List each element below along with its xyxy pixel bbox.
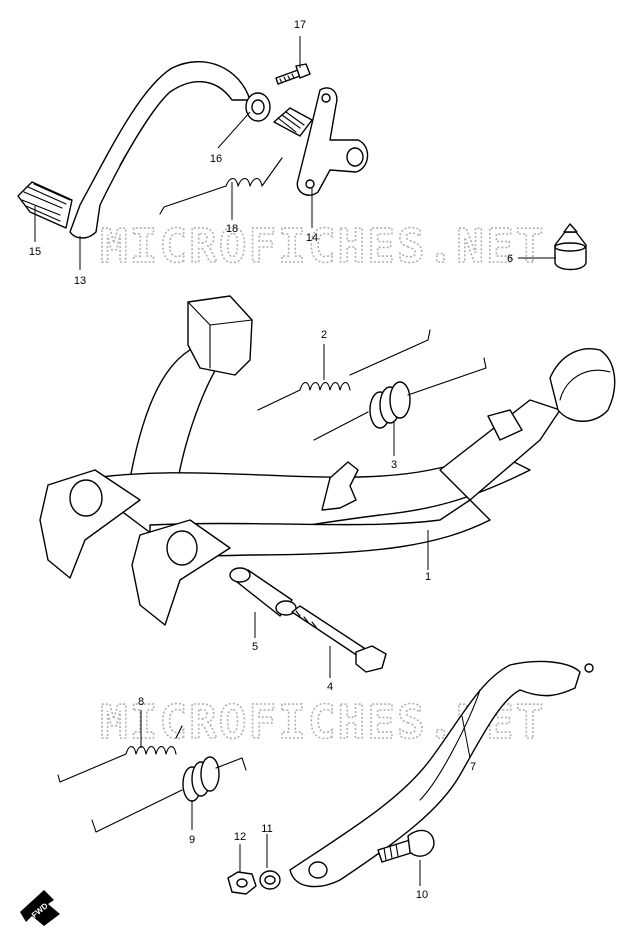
callout-18: 18: [226, 223, 238, 235]
washer-11: [259, 870, 281, 890]
callout-10: 10: [416, 889, 428, 901]
fwd-arrow-icon: FWD: [20, 890, 60, 926]
callout-2: 2: [321, 329, 327, 341]
callout-6: 6: [507, 253, 513, 265]
callout-13: 13: [74, 275, 86, 287]
spring-3: [313, 357, 487, 441]
bolt-4: [291, 605, 387, 673]
callout-1: 1: [425, 571, 431, 583]
bolt-17: [275, 63, 311, 85]
rubber-stopper-6: [554, 223, 587, 271]
nut-12: [227, 871, 257, 895]
bolt-10: [377, 829, 435, 863]
callout-15: 15: [29, 246, 41, 258]
callout-12: 12: [234, 831, 246, 843]
pivot-bracket-14: [273, 87, 369, 196]
spring-2: [257, 329, 431, 411]
callout-14: 14: [306, 232, 318, 244]
callout-4: 4: [327, 681, 333, 693]
callout-7: 7: [470, 761, 476, 773]
callout-5: 5: [252, 641, 258, 653]
callout-3: 3: [391, 459, 397, 471]
callout-16: 16: [210, 153, 222, 165]
center-stand-1: [39, 295, 616, 626]
callout-11: 11: [261, 823, 272, 835]
leader-lines: [34, 36, 556, 886]
callout-17: 17: [294, 19, 306, 31]
spring-8: [57, 725, 183, 783]
callout-8: 8: [138, 696, 144, 708]
spring-9: [91, 756, 247, 833]
watermark-top: MICROFICHES.NET: [100, 219, 545, 273]
spring-18: [159, 157, 283, 215]
callouts: 17 16 18 14 15 13 6 2 3 1 5 4 7 8 9 10 1…: [29, 19, 513, 901]
spacer-5: [229, 567, 297, 617]
callout-9: 9: [189, 834, 195, 846]
pedal-rubber-15: [17, 181, 73, 229]
washer-16: [245, 92, 271, 122]
brake-pedal-13: [69, 61, 251, 239]
